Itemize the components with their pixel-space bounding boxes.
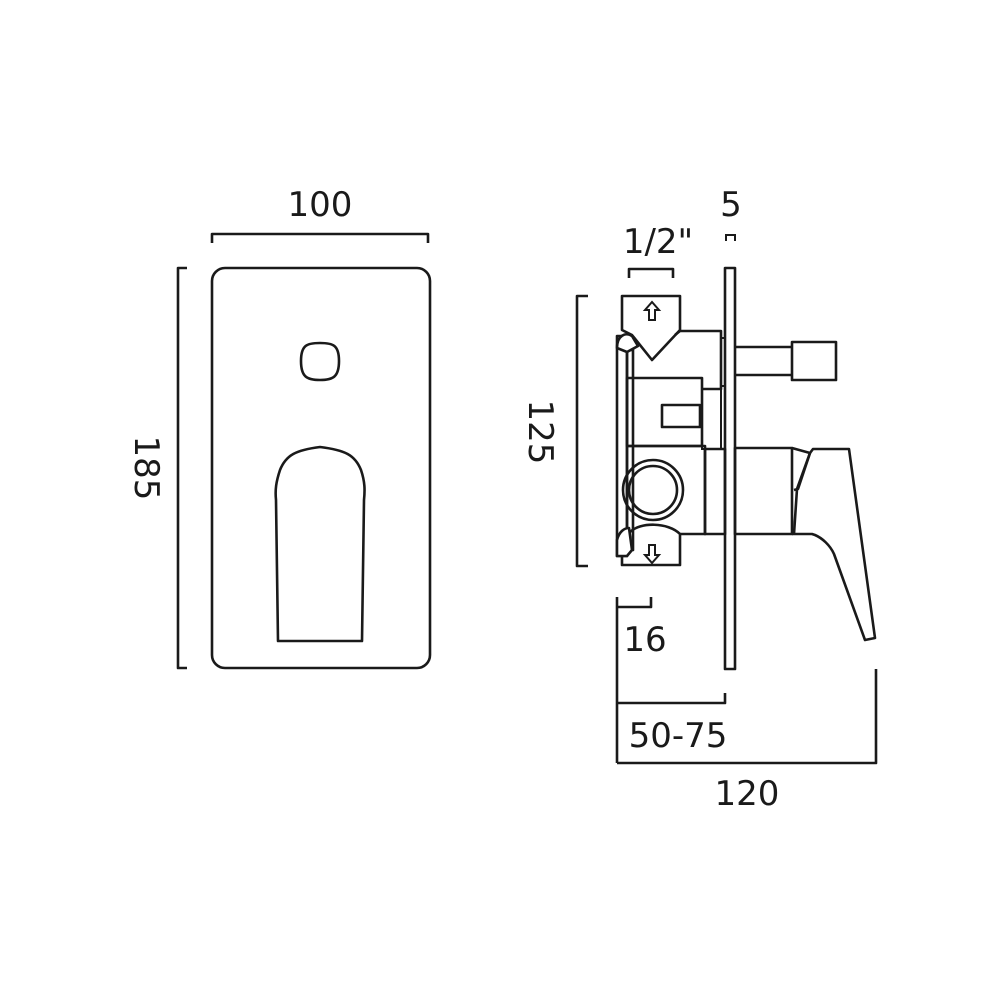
- plate-thickness-dimension: 5: [720, 185, 742, 241]
- side-wall-plate: [723, 266, 737, 671]
- front-wall-plate: [210, 266, 432, 670]
- height-label: 185: [126, 436, 166, 501]
- wall-depth-range-label: 50-75: [629, 716, 728, 756]
- body-height-label: 125: [520, 400, 560, 465]
- flow-arrow-down-icon: [642, 544, 662, 565]
- height-dimension: 185: [126, 266, 187, 670]
- total-projection-label: 120: [715, 774, 780, 814]
- diverter-button-icon: [299, 341, 341, 382]
- inlet-size-label: 1/2": [623, 222, 693, 262]
- body-height-dimension: 125: [520, 294, 588, 568]
- width-dimension: 100: [210, 185, 430, 243]
- plate-thickness-label: 5: [720, 185, 742, 225]
- inlet-size-dimension: 1/2": [623, 222, 693, 278]
- lever-handle-side-icon: [733, 446, 877, 642]
- min-depth-label: 16: [623, 620, 666, 660]
- total-projection-dimension: 120: [617, 669, 878, 814]
- side-view: 125 1/2" 5: [520, 185, 878, 814]
- min-depth-dimension: 16: [615, 597, 667, 763]
- valve-body: [615, 294, 727, 567]
- flow-arrow-up-icon: [642, 300, 662, 321]
- front-view: 100 185: [126, 185, 432, 670]
- lever-handle-icon: [274, 445, 366, 643]
- wall-depth-range-dimension: 50-75: [617, 693, 727, 756]
- diverter-button-side-icon: [735, 340, 838, 382]
- width-label: 100: [288, 185, 353, 225]
